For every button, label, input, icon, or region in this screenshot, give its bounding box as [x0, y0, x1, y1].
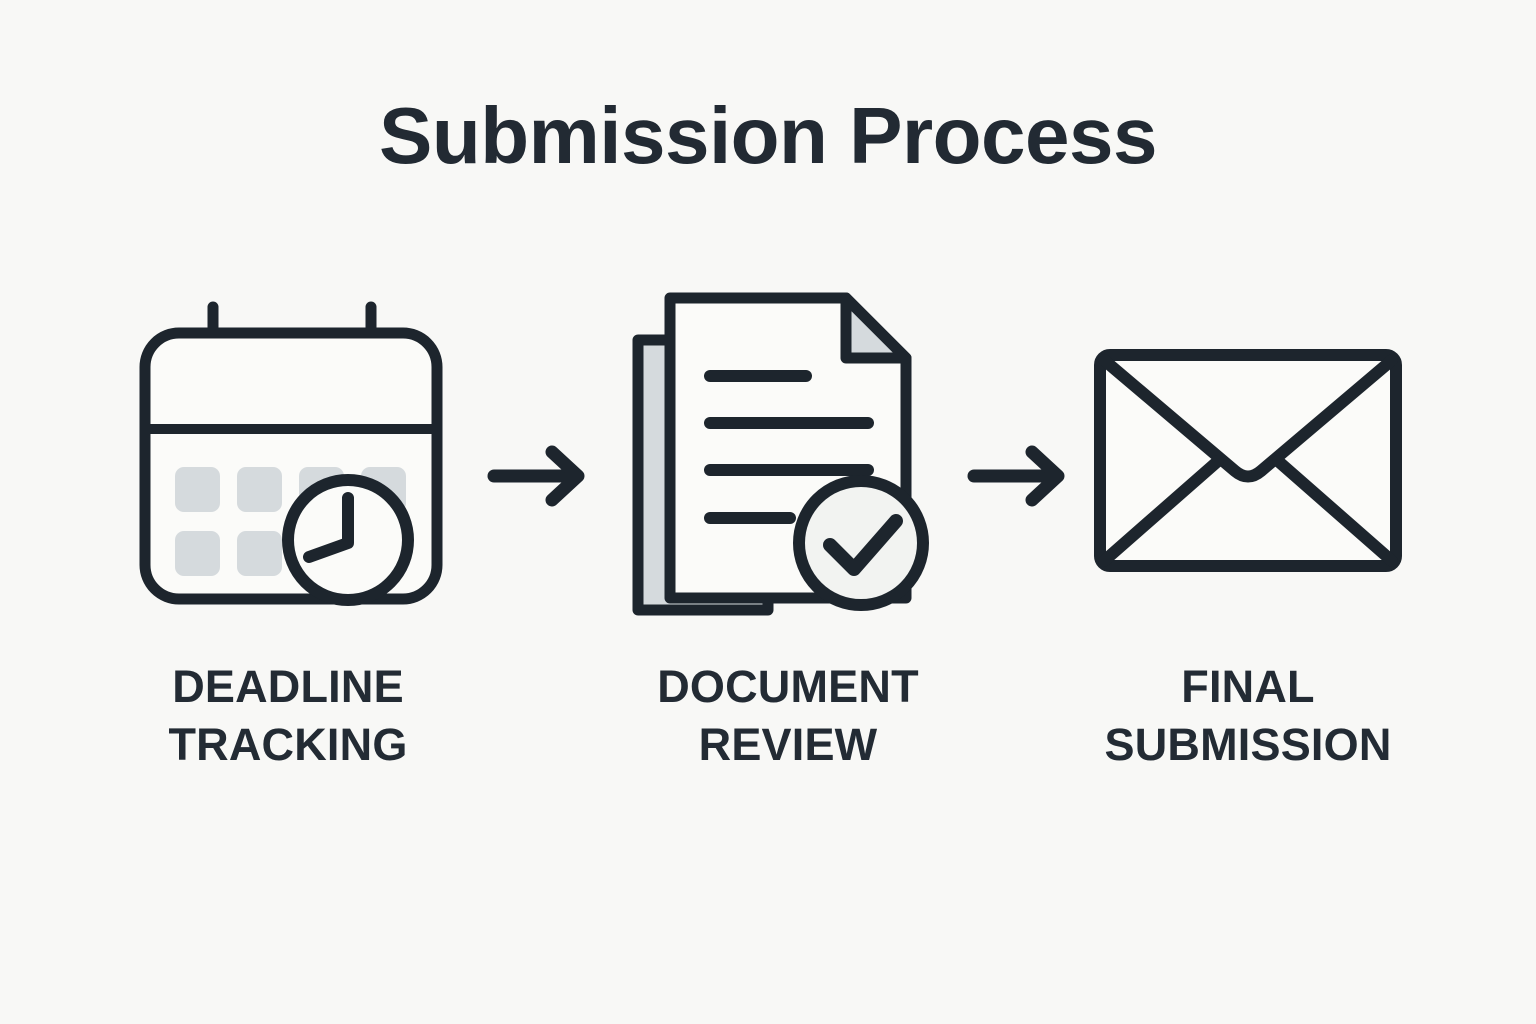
page-title: Submission Process [379, 91, 1157, 180]
step-label-deadline-tracking: DEADLINE TRACKING [168, 658, 407, 773]
step-label-line-1: FINAL [1181, 661, 1315, 712]
connector-arrow-2 [960, 440, 1080, 510]
step-label-line-2: TRACKING [168, 718, 408, 770]
calendar-clock-icon [139, 301, 443, 606]
step-label-final-submission: FINAL SUBMISSION [1104, 658, 1391, 773]
step-label-document-review: DOCUMENT REVIEW [657, 658, 919, 773]
document-check-icon [632, 292, 929, 616]
step-final-submission: FINAL SUBMISSION [1058, 280, 1438, 773]
step-label-line-2: REVIEW [698, 718, 878, 770]
arrow-right-icon [967, 445, 1065, 507]
step-label-line-1: DEADLINE [172, 661, 404, 712]
step-label-line-2: SUBMISSION [1104, 718, 1392, 770]
step-icon-container [123, 280, 453, 640]
connector-arrow-1 [480, 440, 600, 510]
step-deadline-tracking: DEADLINE TRACKING [98, 280, 478, 773]
step-icon-container [618, 280, 958, 640]
step-label-line-1: DOCUMENT [657, 661, 919, 712]
arrow-right-icon [487, 445, 585, 507]
step-icon-container [1088, 280, 1408, 640]
step-document-review: DOCUMENT REVIEW [598, 280, 978, 773]
envelope-icon [1094, 348, 1402, 572]
